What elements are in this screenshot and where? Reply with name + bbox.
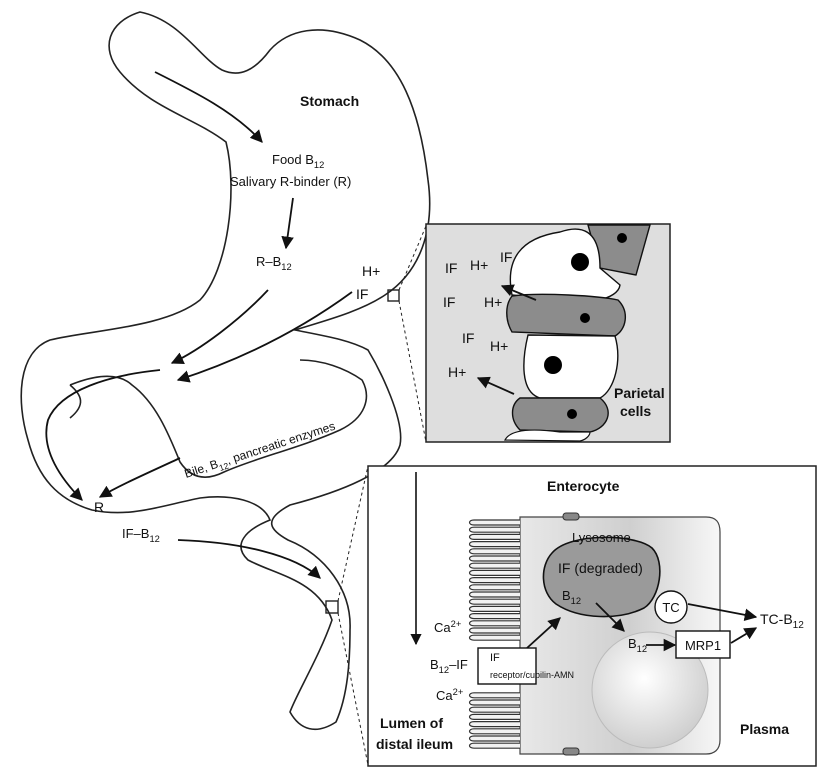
enterocyte-title: Enterocyte bbox=[547, 478, 620, 494]
r-label: R bbox=[94, 499, 104, 515]
parietal-ion-label: IF bbox=[443, 294, 455, 310]
food-b12-label: Food B12 bbox=[272, 152, 324, 170]
microvillus bbox=[470, 606, 521, 611]
if-receptor-label: IF bbox=[490, 652, 500, 664]
microvillus bbox=[470, 592, 521, 597]
microvillus bbox=[470, 736, 521, 741]
microvillus bbox=[470, 520, 521, 525]
parietal-cell-light-2 bbox=[524, 335, 618, 398]
microvillus bbox=[470, 585, 521, 590]
stomach-arrows bbox=[46, 72, 352, 578]
lysosome-label: Lysosome bbox=[572, 530, 631, 545]
parietal-ion-label: IF bbox=[445, 260, 457, 276]
microvillus bbox=[470, 635, 521, 640]
microvillus bbox=[470, 549, 521, 554]
lysosome bbox=[543, 537, 659, 616]
microvillus bbox=[470, 700, 521, 705]
microvillus bbox=[470, 693, 521, 698]
microvillus bbox=[470, 599, 521, 604]
microvillus bbox=[470, 707, 521, 712]
tight-junction-top bbox=[563, 513, 579, 520]
parietal-ion-label: H+ bbox=[470, 257, 488, 273]
microvillus bbox=[470, 729, 521, 734]
microvillus bbox=[470, 542, 521, 547]
microvillus bbox=[470, 578, 521, 583]
tight-junction-bottom bbox=[563, 748, 579, 755]
lumen-label-line2: distal ileum bbox=[376, 736, 453, 752]
microvillus bbox=[470, 570, 521, 575]
parietal-caption-line1: Parietal bbox=[614, 385, 665, 401]
parietal-ion-label: IF bbox=[500, 249, 512, 265]
r-b12-label: R–B12 bbox=[256, 254, 292, 272]
parietal-cell-dark-bottom bbox=[513, 398, 609, 432]
parietal-ion-label: H+ bbox=[448, 364, 466, 380]
parietal-cell-light-3 bbox=[505, 430, 590, 441]
receptor-cubilin-amn-label: receptor/cubilin-AMN bbox=[490, 670, 574, 680]
lumen-label-line1: Lumen of bbox=[380, 715, 443, 731]
parietal-ion-label: H+ bbox=[484, 294, 502, 310]
microvillus bbox=[470, 714, 521, 719]
enterocyte-inset: Enterocyte Lysosome IF (degraded) B12 TC… bbox=[368, 466, 816, 766]
bile-b12-enzymes-label: Bile, B12, pancreatic enzymes bbox=[183, 419, 338, 484]
mrp1-label: MRP1 bbox=[685, 638, 721, 653]
microvillus bbox=[470, 628, 521, 633]
parietal-caption-line2: cells bbox=[620, 403, 651, 419]
microvillus bbox=[470, 614, 521, 619]
microvillus bbox=[470, 743, 521, 748]
if-degraded-label: IF (degraded) bbox=[558, 560, 643, 576]
if-b12-label: IF–B12 bbox=[122, 526, 160, 544]
tc-label: TC bbox=[662, 600, 679, 615]
plasma-label: Plasma bbox=[740, 721, 789, 737]
microvillus bbox=[470, 527, 521, 532]
microvillus bbox=[470, 556, 521, 561]
parietal-ion-label: IF bbox=[462, 330, 474, 346]
microvillus bbox=[470, 621, 521, 626]
stomach-h-plus-label: H+ bbox=[362, 263, 380, 279]
stomach-title: Stomach bbox=[300, 93, 359, 109]
stomach-if-label: IF bbox=[356, 286, 368, 302]
parietal-cell-dark-mid bbox=[507, 294, 626, 336]
parietal-inset: IF H+ IF IF H+ IF H+ H+ Parietal cells bbox=[426, 224, 670, 442]
microvillus bbox=[470, 722, 521, 727]
salivary-r-binder-label: Salivary R-binder (R) bbox=[230, 174, 351, 189]
microvillus bbox=[470, 563, 521, 568]
parietal-ion-label: H+ bbox=[490, 338, 508, 354]
microvillus bbox=[470, 534, 521, 539]
